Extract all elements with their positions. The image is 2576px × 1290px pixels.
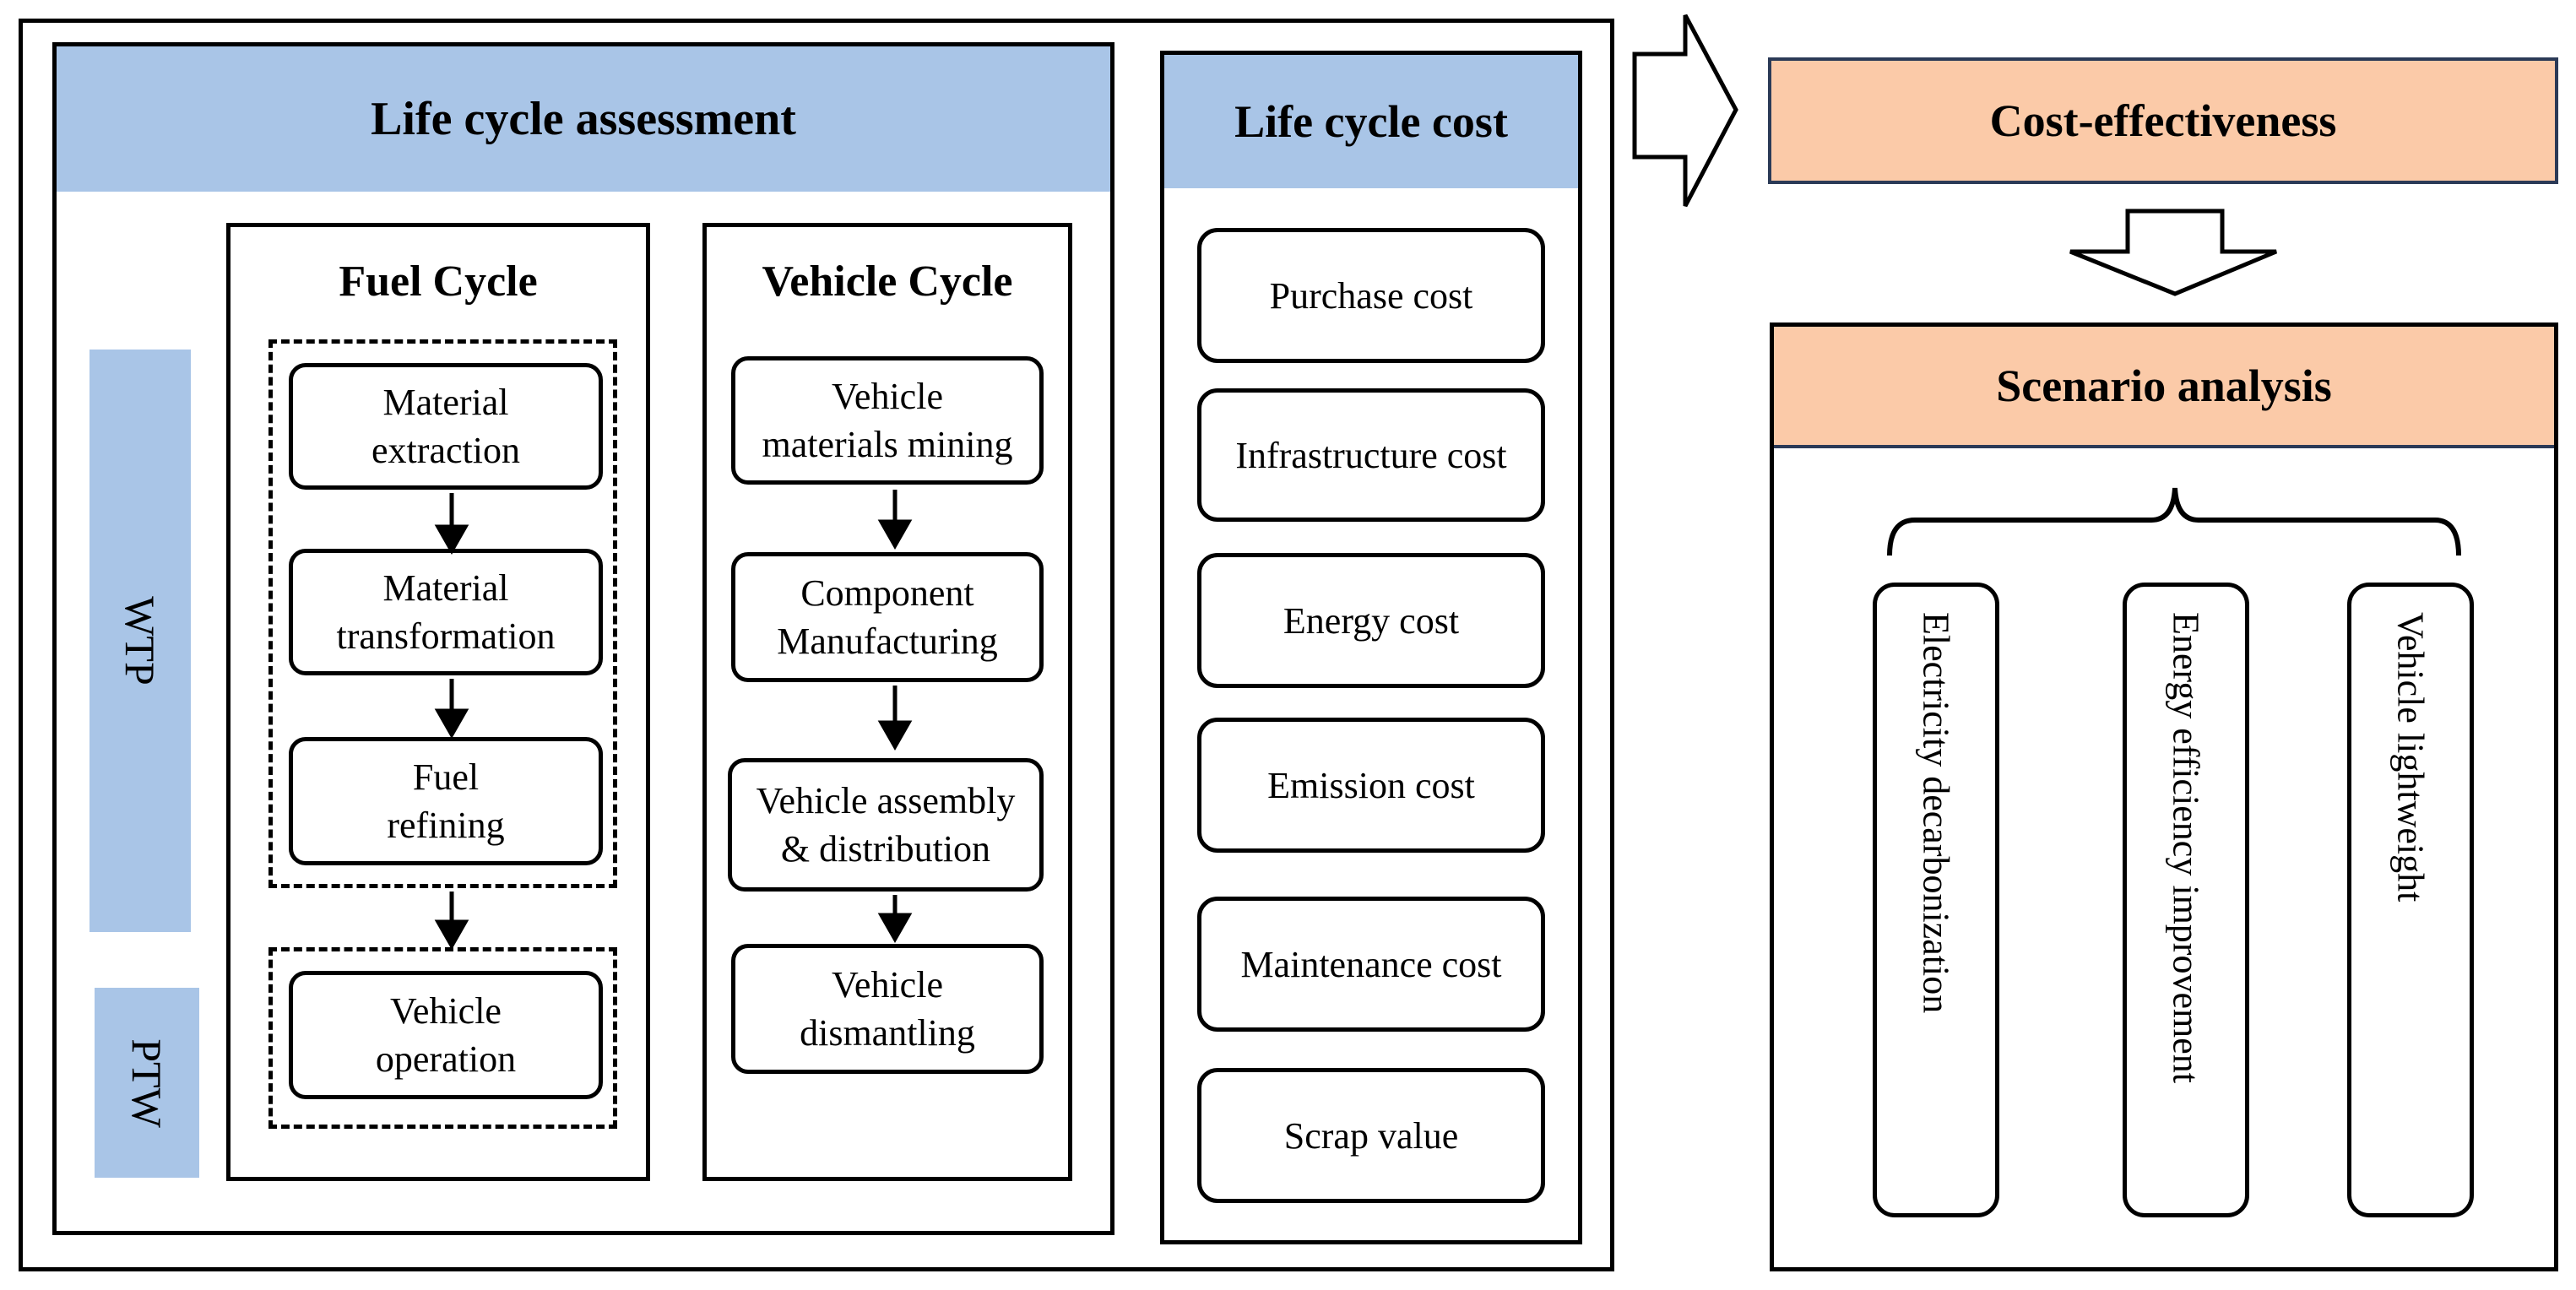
vehicle-materials-mining-node: Vehicle materials mining [731, 356, 1044, 485]
lcc-frame [1160, 51, 1582, 1244]
material-transformation-node: Material transformation [289, 549, 603, 675]
scenario-electricity-decarbonization: Electricity decarbonization [1873, 583, 1999, 1217]
right-hollow-arrow [1632, 14, 1738, 208]
infrastructure-cost-item: Infrastructure cost [1197, 388, 1545, 522]
lcc-title: Life cycle cost [1164, 55, 1578, 188]
wtp-dashed-group [268, 339, 617, 888]
purchase-cost-item: Purchase cost [1197, 228, 1545, 363]
maintenance-cost-item: Maintenance cost [1197, 897, 1545, 1032]
arrowhead [877, 519, 913, 550]
fuel-cycle-frame [226, 223, 650, 1181]
fuel-cycle-title: Fuel Cycle [339, 257, 538, 306]
energy-cost-item: Energy cost [1197, 553, 1545, 688]
vehicle-cycle-frame [702, 223, 1072, 1181]
down-hollow-arrow [2069, 209, 2277, 296]
scenario-label: Vehicle lightweight [2389, 612, 2432, 902]
vehicle-cycle-title: Vehicle Cycle [762, 257, 1013, 306]
scrap-value-item: Scrap value [1197, 1068, 1545, 1203]
scenario-analysis-frame [1770, 322, 2558, 1271]
scenario-label: Energy efficiency improvement [2165, 612, 2207, 1083]
fuel-refining-node: Fuel refining [289, 737, 603, 865]
arrowhead [434, 919, 469, 951]
ptw-band: PTW [95, 988, 199, 1178]
vehicle-dismantling-node: Vehicle dismantling [731, 944, 1044, 1074]
wtp-band: WTP [89, 350, 191, 932]
scenario-label: Electricity decarbonization [1915, 612, 1957, 1014]
outer-frame [19, 19, 1614, 1271]
vehicle-operation-node: Vehicle operation [289, 971, 603, 1099]
scenario-brace [1887, 487, 2461, 556]
component-manufacturing-node: Component Manufacturing [731, 552, 1044, 682]
arrowhead [877, 913, 913, 944]
material-extraction-node: Material extraction [289, 363, 603, 490]
ptw-dashed-group [268, 947, 617, 1129]
emission-cost-item: Emission cost [1197, 718, 1545, 853]
arrowhead [434, 524, 469, 556]
cost-effectiveness-box: Cost-effectiveness [1768, 57, 2558, 184]
scenario-analysis-title: Scenario analysis [1774, 327, 2554, 448]
arrowhead [434, 708, 469, 740]
vehicle-assembly-node: Vehicle assembly & distribution [728, 758, 1044, 892]
lca-frame [52, 42, 1114, 1235]
lca-title: Life cycle assessment [57, 46, 1110, 192]
arrowhead [877, 720, 913, 751]
scenario-energy-efficiency-improvement: Energy efficiency improvement [2123, 583, 2249, 1217]
scenario-vehicle-lightweight: Vehicle lightweight [2347, 583, 2474, 1217]
